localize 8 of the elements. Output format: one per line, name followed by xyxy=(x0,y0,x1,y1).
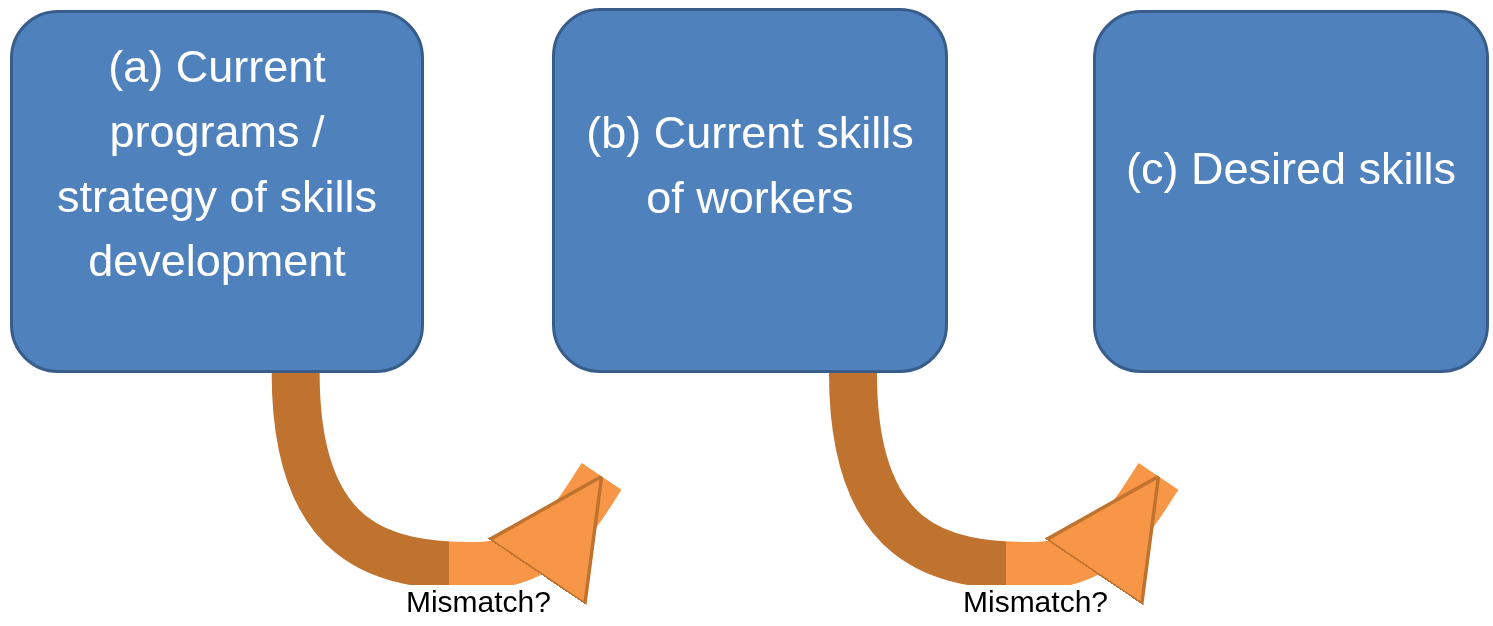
box-text: (b) Current skills of workers xyxy=(585,106,915,225)
box-text: (c) Desired skills xyxy=(1126,142,1456,196)
box-text: (a) Current programs / strategy of skills development xyxy=(55,40,379,289)
curved-arrow xyxy=(829,371,1179,607)
process-box xyxy=(1093,10,1489,373)
process-box xyxy=(10,10,424,373)
curved-arrow xyxy=(271,371,622,607)
process-box xyxy=(552,8,948,373)
